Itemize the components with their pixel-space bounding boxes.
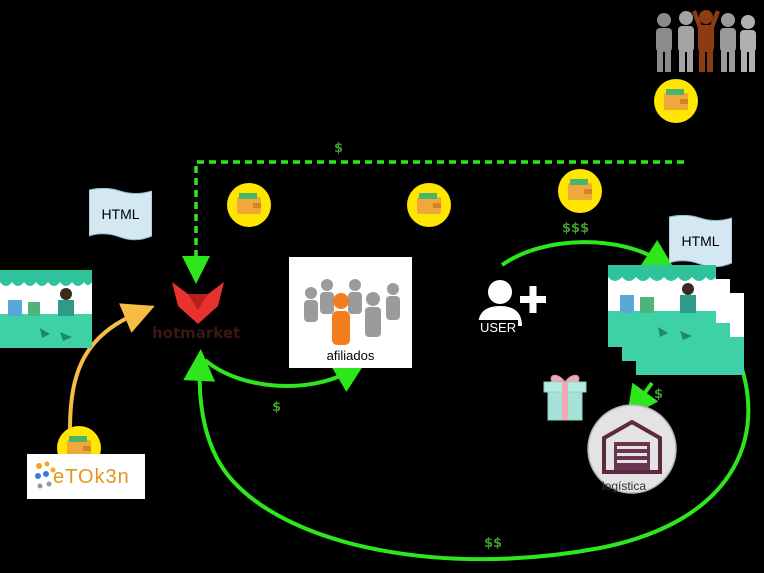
gift-icon — [543, 374, 587, 421]
fox-logo-icon — [172, 282, 224, 324]
logistics-hub: logística — [586, 404, 678, 494]
warehouse-icon — [587, 404, 677, 494]
user-add: USER — [476, 278, 550, 340]
doc-label: HTML — [681, 233, 720, 249]
brand-name: hotmarket — [152, 324, 241, 342]
etoken-label: eTOk3n — [53, 466, 130, 488]
people-group-icon — [656, 10, 756, 72]
document-icon — [669, 215, 732, 268]
coin-wallet-icon — [654, 79, 698, 123]
money-label-user-store: $$$ — [562, 221, 590, 236]
document-icon — [89, 188, 152, 241]
brand-logo: hotmarket — [150, 280, 245, 350]
storefront-stack-icon — [608, 265, 744, 375]
storefront-icon — [0, 270, 92, 348]
affiliates-box: afiliados — [289, 257, 412, 368]
affiliates-label: afiliados — [326, 348, 375, 363]
dashed-money-flow — [182, 160, 684, 284]
store-to-logistics-arrow — [626, 381, 659, 418]
coin-wallet-icon — [558, 169, 602, 213]
money-label-brand-affiliates: $ — [272, 400, 282, 415]
return-loop-arrow — [183, 349, 751, 562]
html-document: HTML — [89, 188, 152, 246]
brand-to-affiliates-arrow — [203, 358, 366, 392]
etoken-dots-icon — [35, 461, 56, 489]
affiliates-group-icon — [304, 279, 400, 345]
html-document: HTML — [669, 215, 732, 273]
money-label-top: $ — [334, 141, 344, 156]
doc-label: HTML — [101, 206, 140, 222]
logistics-label: logística — [602, 479, 647, 493]
money-label-bottom: $$ — [484, 536, 503, 551]
money-label-store-logistics: $ — [654, 387, 664, 402]
etoken-box: eTOk3n — [27, 454, 145, 499]
coin-wallet-icon — [227, 183, 271, 227]
etoken-to-brand-arrow — [68, 303, 155, 431]
user-to-store-arrow — [500, 239, 676, 271]
coin-wallet-icon — [407, 183, 451, 227]
user-label: USER — [478, 320, 519, 335]
